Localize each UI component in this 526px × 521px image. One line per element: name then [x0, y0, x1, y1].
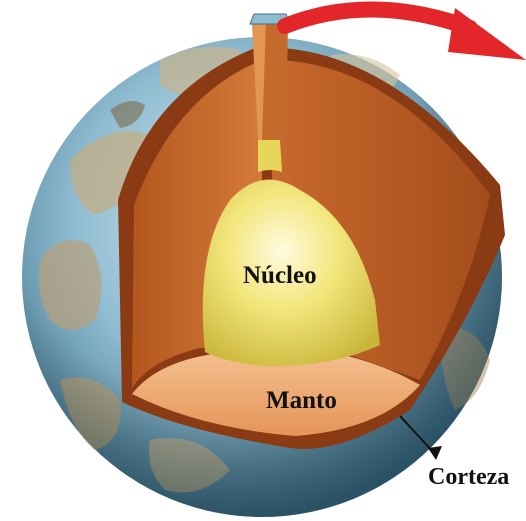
core-sliver [258, 140, 282, 172]
mantle-label: Manto [266, 387, 337, 415]
core-label: Núcleo [243, 262, 317, 290]
crust-label: Corteza [428, 464, 509, 491]
